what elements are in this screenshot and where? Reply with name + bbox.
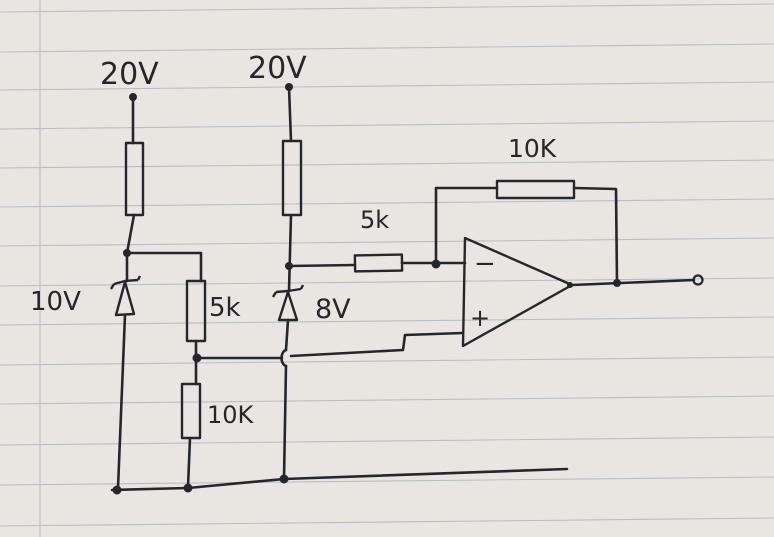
- ruled-lines: [0, 3, 774, 527]
- wire-ground-bus: [110, 467, 569, 492]
- ruled-line: [0, 159, 774, 169]
- wire-mid-to-input-resistor: [287, 263, 357, 268]
- wire-feedback-left: [434, 186, 499, 266]
- label-zener-left: 10V: [30, 287, 81, 317]
- ruled-line: [0, 277, 774, 287]
- wire-mid-zener-ground: [282, 364, 288, 481]
- label-input-resistor: 5k: [360, 206, 389, 234]
- wire-output: [570, 278, 696, 287]
- output-terminal: [692, 274, 704, 286]
- ruled-line: [0, 316, 774, 326]
- label-zener-mid: 8V: [315, 294, 351, 325]
- ruled-line: [0, 356, 774, 366]
- wire-mid-supply: [287, 85, 293, 143]
- zener-diode-left: [109, 275, 142, 317]
- label-divider-bottom: 10K: [207, 401, 255, 429]
- ruled-line: [0, 395, 774, 405]
- label-supply-mid: 20V: [248, 51, 307, 86]
- node-output-join: [613, 279, 621, 287]
- ruled-line: [0, 517, 774, 527]
- wire-divider-top: [125, 251, 203, 283]
- wire-mid-to-zener: [287, 213, 293, 293]
- ruled-line: [0, 81, 774, 91]
- ruled-line: [0, 120, 774, 130]
- ruled-line: [0, 3, 774, 13]
- wire-feedback-right: [572, 186, 619, 285]
- label-opamp-minus: −: [474, 249, 496, 279]
- label-feedback-resistor: 10K: [508, 134, 557, 163]
- ruled-line: [0, 436, 774, 446]
- node-opamp-output: [567, 282, 573, 288]
- resistor-feedback: [495, 179, 576, 200]
- ruled-line: [0, 43, 774, 53]
- label-supply-left: 20V: [100, 57, 159, 92]
- zener-diode-mid: [271, 284, 305, 322]
- wire-divider-to-plus: [195, 331, 465, 360]
- wire-left-zener-ground: [116, 313, 127, 490]
- opamp-triangle: [461, 236, 574, 348]
- label-opamp-plus: +: [470, 304, 490, 332]
- wire-mid-zener-to-hop: [284, 318, 290, 352]
- wire-divider-ground: [186, 436, 192, 489]
- label-divider-top: 5k: [209, 293, 241, 323]
- ruled-line: [0, 198, 774, 208]
- ruled-line: [0, 476, 774, 486]
